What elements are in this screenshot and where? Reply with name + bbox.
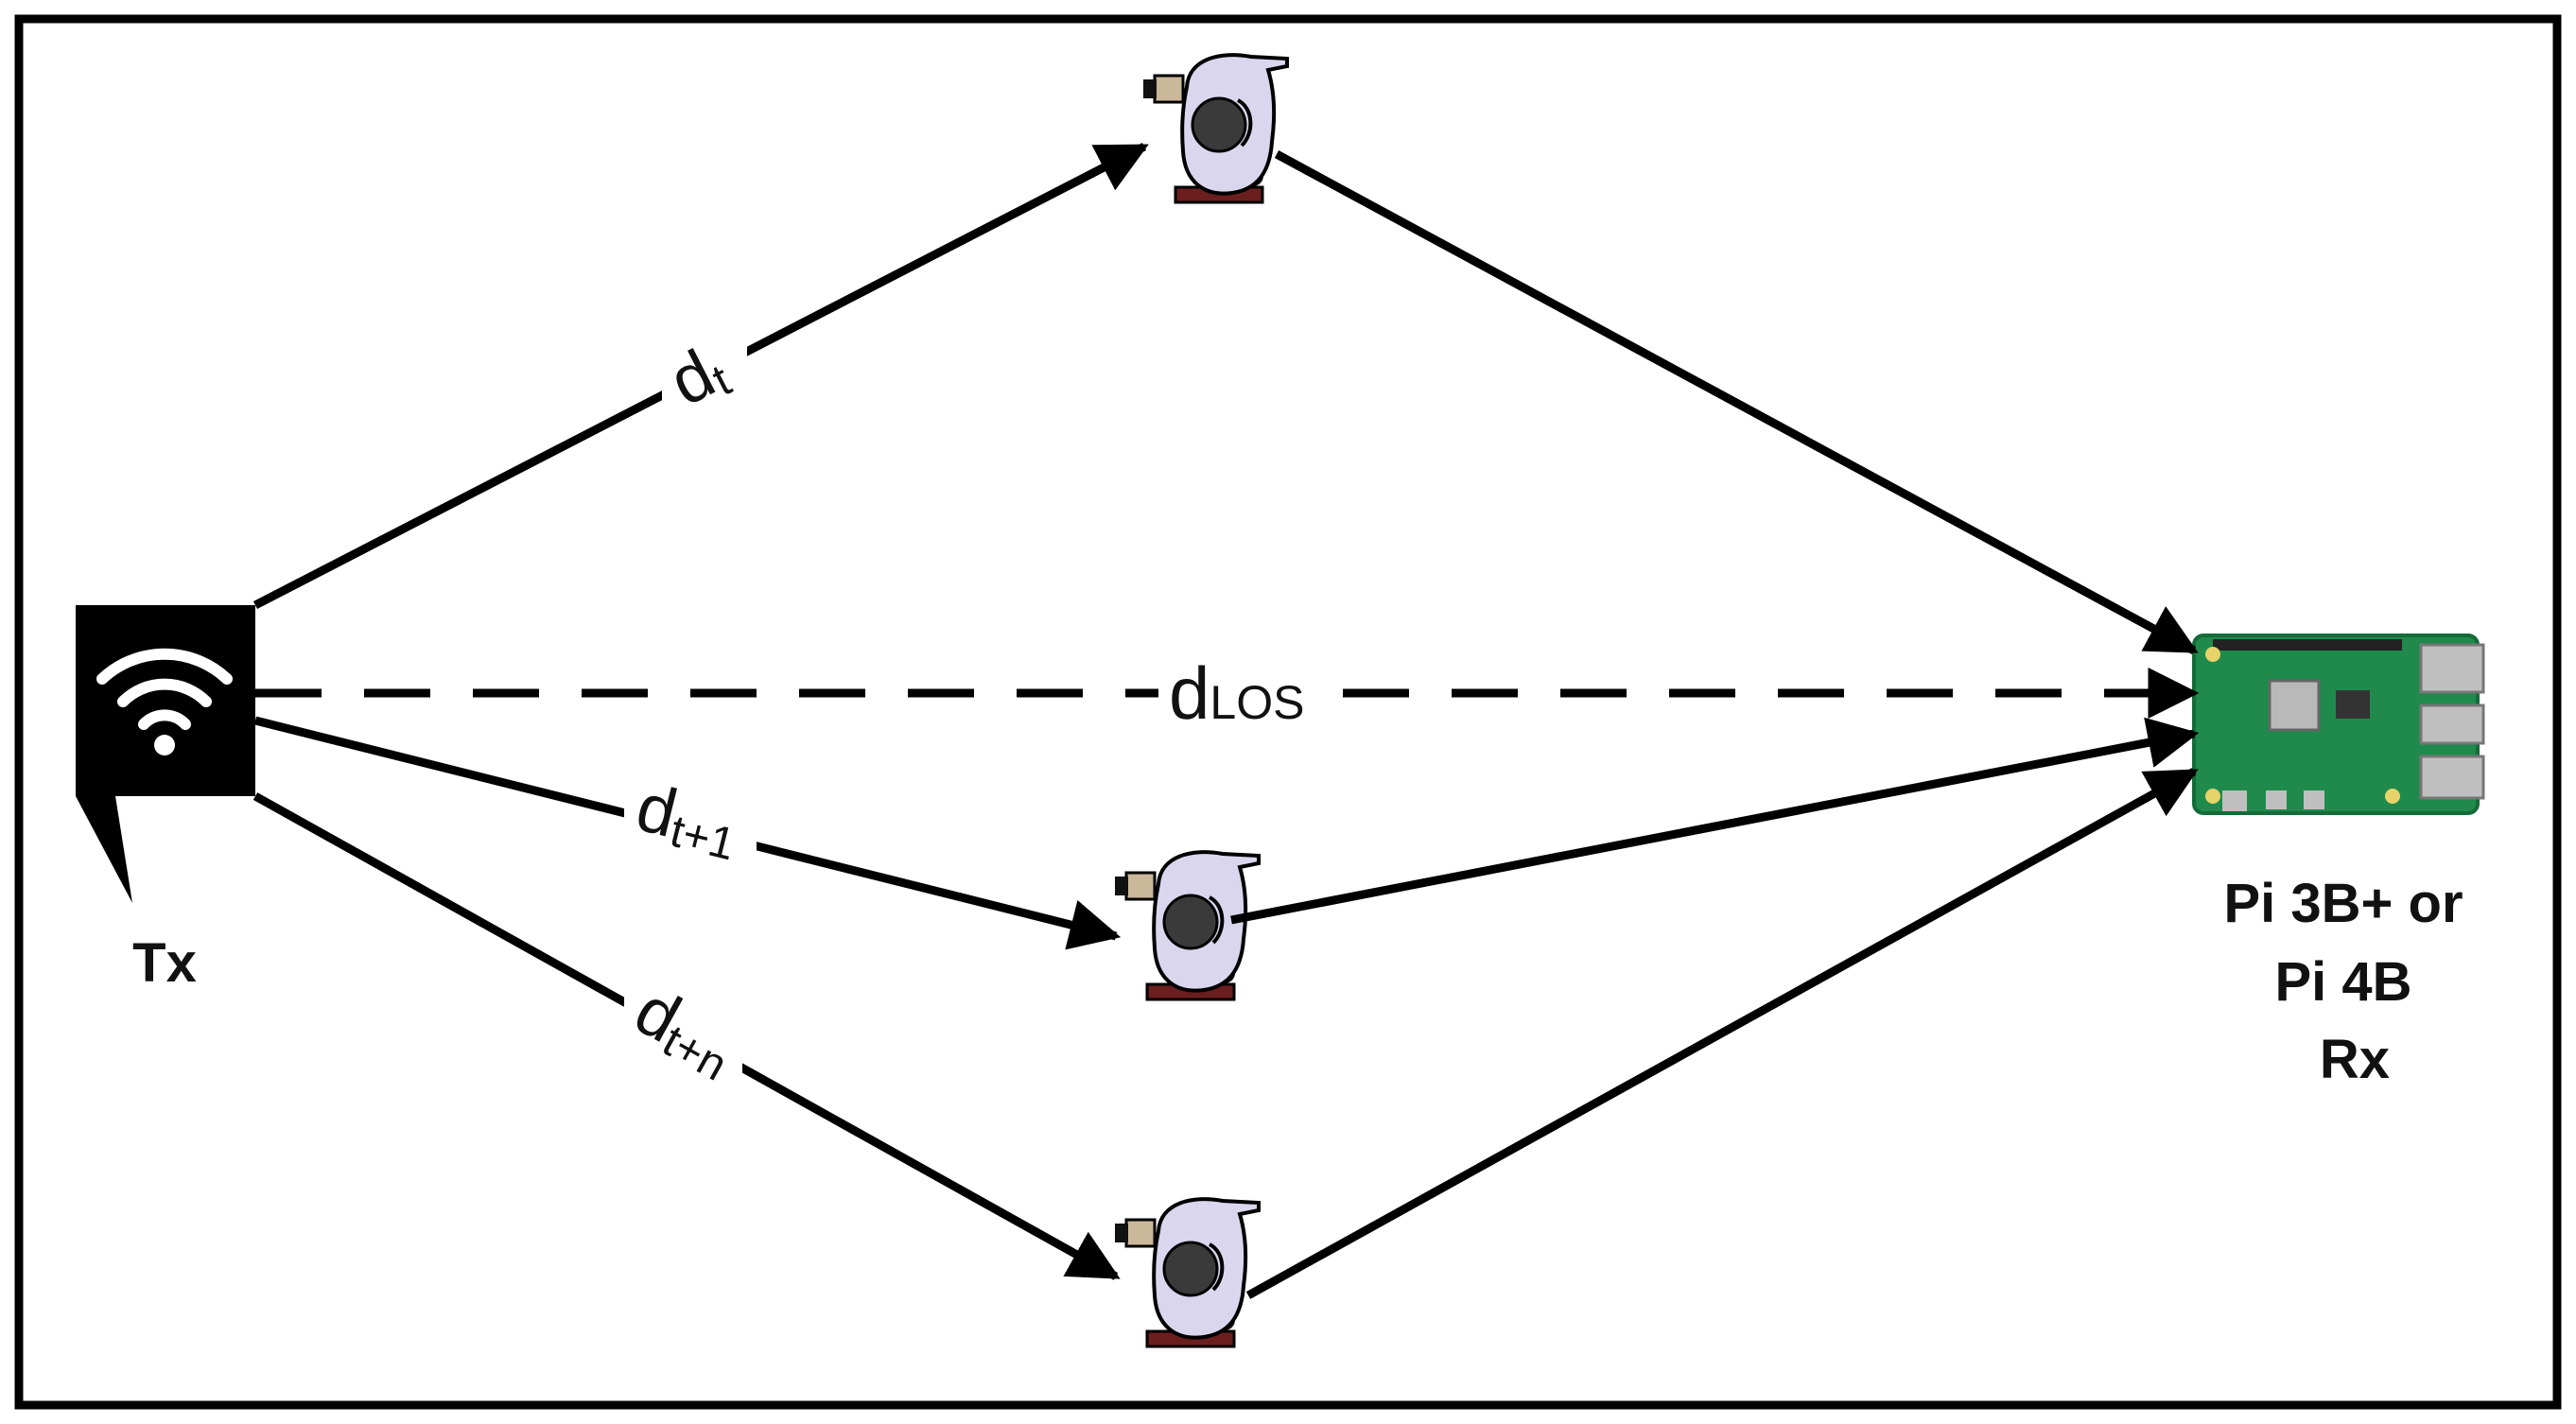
- path-person-bottom-to-rx: [1245, 768, 2199, 1299]
- receiver-rx: Pi 3B+ or Pi 4B Rx: [2192, 634, 2485, 1090]
- person-middle-icon: [1113, 850, 1261, 1001]
- transmitter-tx: Tx: [76, 605, 255, 994]
- person-bottom-icon: [1113, 1197, 1261, 1348]
- path-person-middle-to-rx: [1230, 717, 2200, 925]
- rx-label-line1: Pi 3B+ or: [2223, 873, 2463, 934]
- tx-label: Tx: [132, 932, 197, 994]
- svg-text:dLOS: dLOS: [1169, 651, 1304, 735]
- raspberry-pi-board-icon: [2192, 634, 2485, 815]
- wifi-dot-icon: [154, 735, 175, 755]
- path-person-top-to-rx: [1274, 150, 2199, 654]
- label-d-t1: dt+1: [624, 770, 757, 871]
- wifi-waves-icon: [96, 648, 233, 730]
- label-d-los-sub: LOS: [1210, 676, 1304, 729]
- rx-label-line2: Pi 4B: [2274, 951, 2411, 1013]
- diagram-border: [14, 14, 2562, 1410]
- label-d-tn: dt+n: [623, 973, 742, 1091]
- person-top-icon: [1141, 53, 1289, 204]
- label-d-t: dt: [658, 336, 747, 421]
- rx-label-line3: Rx: [2320, 1029, 2390, 1090]
- label-d-los-base: d: [1169, 651, 1210, 735]
- label-d-los: dLOS: [1158, 651, 1319, 735]
